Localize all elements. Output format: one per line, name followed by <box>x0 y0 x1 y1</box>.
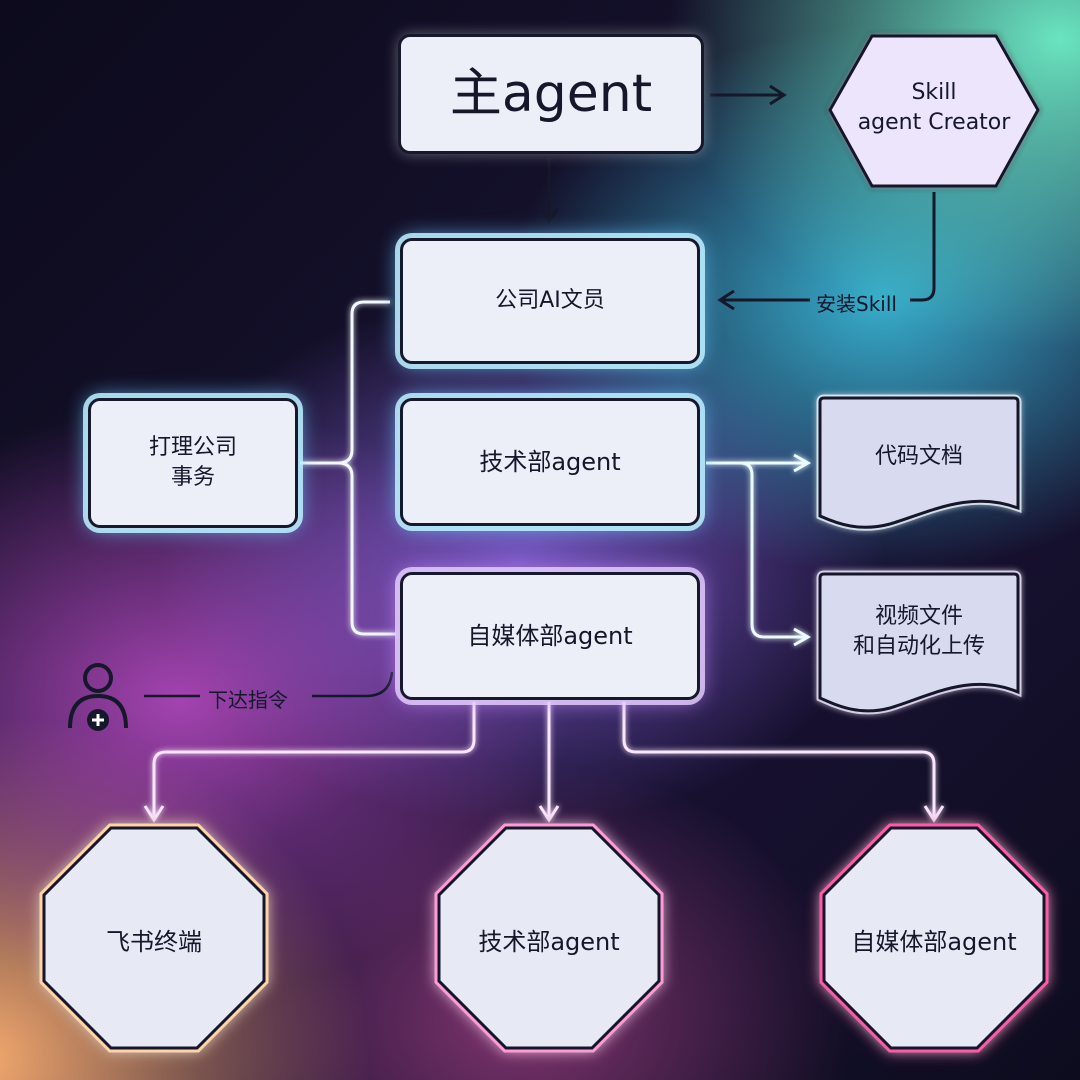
tech-dept-agent-box[interactable]: 技术部agent <box>400 398 700 526</box>
company-ai-clerk-box[interactable]: 公司AI文员 <box>400 238 700 364</box>
terminal-media-agent-label: 自媒体部agent <box>851 928 1017 956</box>
video-files-label: 视频文件 和自动化上传 <box>852 604 985 659</box>
tech-dept-agent-label: 技术部agent <box>479 447 621 476</box>
arrow-main-to-clerk <box>538 158 560 225</box>
user-add-icon <box>68 663 128 731</box>
code-docs-label: 代码文档 <box>874 444 963 469</box>
arrow-skill-install <box>717 192 936 311</box>
octagon-feishu <box>39 823 269 1053</box>
install-skill-label: 安装Skill <box>816 292 897 316</box>
media-dept-agent-box[interactable]: 自媒体部agent <box>400 572 700 700</box>
line-command <box>144 671 394 698</box>
media-dept-agent-label: 自媒体部agent <box>467 621 633 650</box>
octagon-tech <box>434 823 664 1053</box>
arrow-tech-outputs <box>706 453 812 647</box>
arrow-main-to-skill <box>710 84 787 106</box>
manage-affairs-label: 打理公司 事务 <box>148 435 237 490</box>
bracket-affairs <box>300 300 396 636</box>
issue-command-label: 下达指令 <box>208 688 288 712</box>
main-agent-box[interactable]: 主agent <box>398 34 704 154</box>
skill-creator-label: Skill agent Creator <box>857 80 1011 135</box>
octagon-media <box>819 823 1049 1053</box>
manage-affairs-box[interactable]: 打理公司 事务 <box>88 398 298 528</box>
terminal-tech-agent-label: 技术部agent <box>478 928 620 956</box>
arrows-to-terminals <box>143 702 945 823</box>
code-docs-shape <box>816 394 1022 531</box>
main-agent-label: 主agent <box>449 63 653 124</box>
skill-creator-hexagon <box>828 34 1040 188</box>
company-ai-clerk-label: 公司AI文员 <box>495 288 605 314</box>
terminal-feishu-label: 飞书终端 <box>106 928 202 956</box>
video-files-shape <box>816 570 1022 715</box>
